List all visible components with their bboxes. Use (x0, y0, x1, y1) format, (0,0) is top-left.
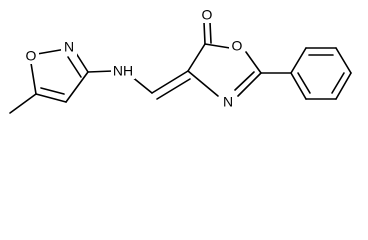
bond-phenyl-6 (290, 72, 307, 100)
bond-oxazolone-c4-c5 (187, 43, 206, 72)
bond-phenyl-3 (335, 47, 352, 74)
bond-phenyl-inner-c (297, 72, 311, 94)
bond-oxazolone-n-c4 (187, 70, 219, 97)
chemical-structure-diagram: O N NH O O N (9, 6, 352, 114)
bond-c3-nh (87, 70, 114, 73)
bond-isoxazole-c4-c5-inner (40, 87, 65, 95)
bond-carbonyl (203, 21, 206, 45)
bond-ch-c4 (151, 70, 189, 94)
atom-isoxazole-nitrogen: N (64, 39, 74, 55)
bond-methyl (9, 93, 37, 114)
bond-isoxazole-c3-c4 (65, 71, 89, 103)
bond-isoxazole-n-c3-inner (67, 56, 82, 78)
molecule-drawing: O N NH O O N (9, 7, 352, 114)
atom-carbonyl-oxygen: O (202, 7, 213, 23)
bond-ch-c4-inner (156, 78, 191, 100)
bond-phenyl-inner-b (331, 72, 345, 94)
bond-isoxazole-c4-c5 (35, 93, 67, 103)
bond-oxazolone-o-c2 (245, 51, 262, 74)
atom-amine-nh: NH (113, 63, 133, 79)
bond-oxazolone-c2-n-inner (234, 71, 255, 91)
bond-phenyl-4 (335, 72, 352, 100)
bond-oxazolone-c2-n (237, 72, 262, 97)
bond-phenyl-1 (290, 47, 307, 74)
bond-oxazolone-c5-o (204, 43, 231, 49)
atom-oxazolone-nitrogen: N (223, 94, 233, 110)
atom-isoxazole-oxygen: O (26, 48, 37, 64)
atom-oxazolone-oxygen: O (232, 38, 243, 54)
bond-isoxazole-c5-o (30, 62, 37, 95)
bond-carbonyl-inner (209, 21, 212, 44)
